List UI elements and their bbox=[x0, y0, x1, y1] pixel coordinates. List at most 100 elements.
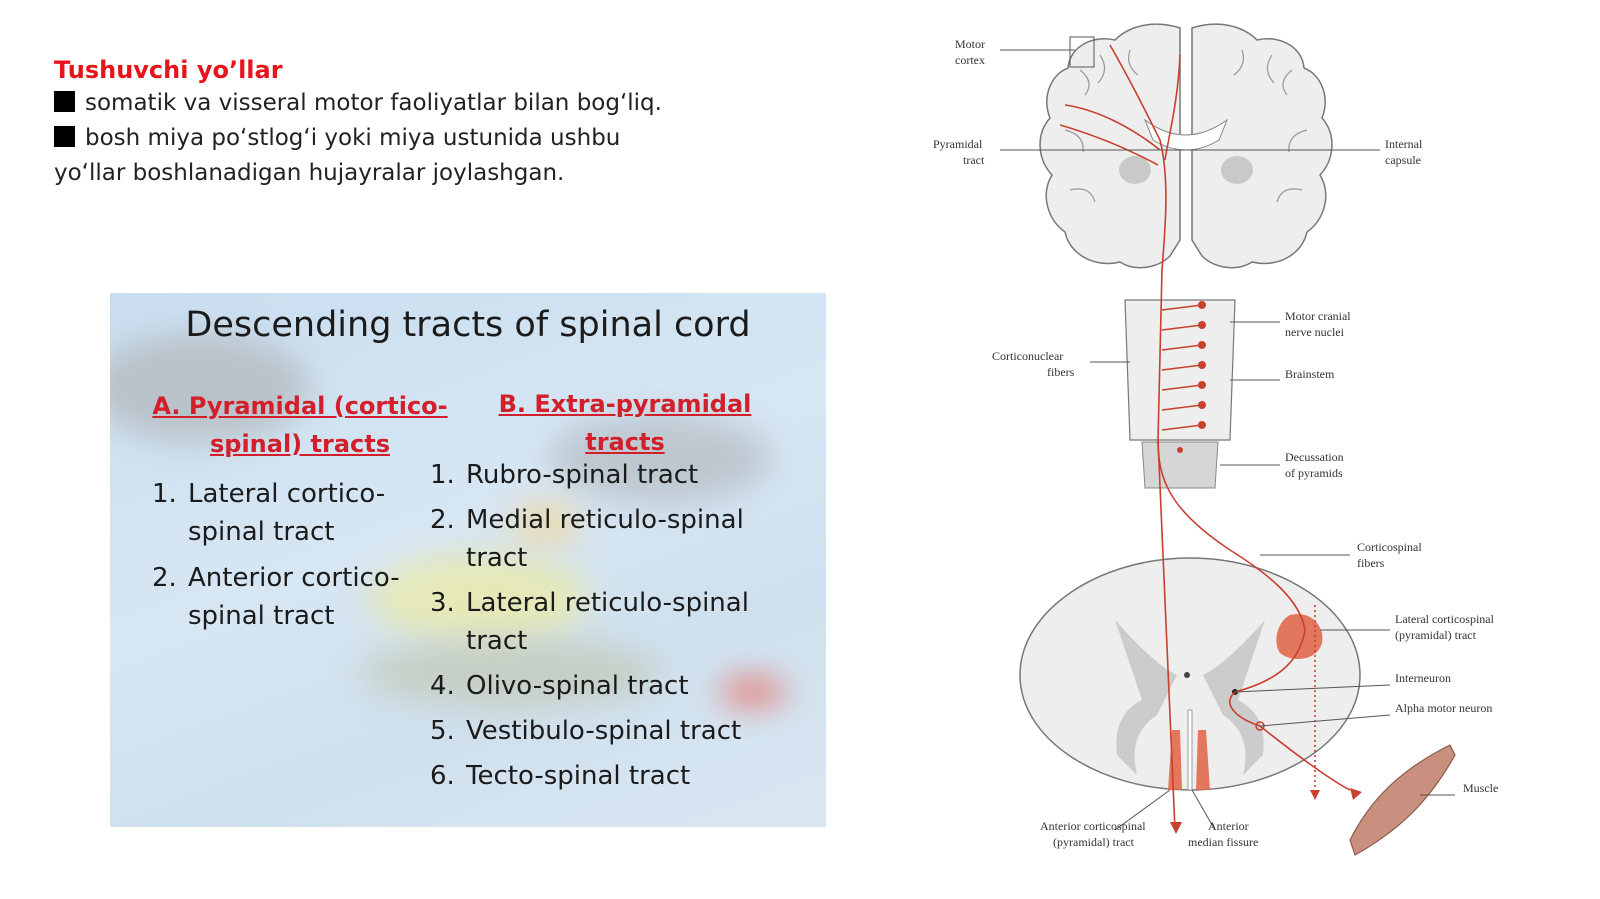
cortex-fiber-3 bbox=[1064, 104, 1161, 151]
motor-output-fiber bbox=[1229, 629, 1351, 791]
pyramidal-tract-diagram: Motor cortex Pyramidal tract Internal ca… bbox=[933, 23, 1498, 856]
list-item-text: Rubro-spinal tract bbox=[466, 460, 699, 490]
brainstem-body bbox=[1124, 299, 1236, 441]
leader-lines bbox=[1000, 49, 1455, 831]
label-motor-cortex: Motor bbox=[955, 37, 985, 51]
label-motor-cortex-2: cortex bbox=[955, 53, 985, 67]
label-corticonuclear-2: fibers bbox=[1047, 365, 1075, 379]
pyramidal-heading: A. Pyramidal (cortico- spinal) tracts bbox=[150, 387, 450, 463]
spinal-cord-section bbox=[1019, 557, 1361, 791]
left-basal-ganglia bbox=[1119, 156, 1151, 184]
label-lateral-corticospinal: Lateral corticospinal bbox=[1395, 612, 1495, 626]
square-bullet-icon bbox=[54, 91, 75, 112]
list-item-text: Anterior cortico- bbox=[188, 563, 400, 593]
anterior-tract-fiber bbox=[1157, 439, 1176, 831]
background-blur-blob bbox=[370, 553, 590, 643]
muscle-shape bbox=[1349, 744, 1456, 856]
list-item: 6. Tecto-spinal tract bbox=[430, 757, 810, 795]
lateral-corticospinal-tract-area bbox=[1276, 614, 1323, 659]
descending-tracts-slide-image: Descending tracts of spinal cord A. Pyra… bbox=[110, 293, 826, 827]
right-hemisphere bbox=[1191, 23, 1333, 269]
intro-title: Tushuvchi yo’llar bbox=[54, 56, 283, 84]
label-internal-capsule: Internal bbox=[1385, 137, 1423, 151]
extrapyramidal-tract-list: 1. Rubro-spinal tract 2. Medial reticulo-s… bbox=[430, 456, 810, 802]
intro-bullet-2-continued: yoʻllar boshlanadigan hujayralar joylash… bbox=[54, 160, 565, 186]
extrapyramidal-heading-line2: tracts bbox=[585, 428, 665, 456]
list-item-text: Lateral reticulo-spinal bbox=[466, 588, 749, 618]
list-item: 2. Anterior cortico-spinal tract bbox=[152, 559, 432, 635]
anterior-corticospinal-tract-area bbox=[1168, 730, 1210, 790]
label-corticonuclear: Corticonuclear bbox=[992, 349, 1063, 363]
list-item-text-continued: tract bbox=[466, 543, 528, 573]
label-pyramidal-tract: Pyramidal bbox=[933, 137, 983, 151]
pyramidal-heading-line1: A. Pyramidal (cortico- bbox=[152, 392, 448, 420]
slide-title: Descending tracts of spinal cord bbox=[185, 305, 751, 345]
square-bullet-icon bbox=[54, 126, 75, 147]
diagram-labels: Motor cortex Pyramidal tract Internal ca… bbox=[933, 37, 1498, 849]
label-interneuron: Interneuron bbox=[1395, 671, 1451, 685]
intro-text-block: Tushuvchi yo’llar somatik va visseral mo… bbox=[54, 54, 754, 191]
list-item: 5. Vestibulo-spinal tract bbox=[430, 712, 810, 750]
right-sulci bbox=[1233, 49, 1308, 203]
list-item-text-continued: tract bbox=[466, 626, 528, 656]
right-basal-ganglia bbox=[1221, 156, 1253, 184]
list-item: 1. Lateral cortico-spinal tract bbox=[152, 475, 432, 551]
list-item-text: Vestibulo-spinal tract bbox=[466, 716, 742, 746]
label-anterior-corticospinal-2: (pyramidal) tract bbox=[1053, 835, 1135, 849]
list-item: 1. Rubro-spinal tract bbox=[430, 456, 810, 494]
background-blur-blob bbox=[510, 503, 580, 543]
medulla-decussation bbox=[1141, 441, 1219, 489]
label-decussation-2: of pyramids bbox=[1285, 466, 1343, 480]
label-muscle: Muscle bbox=[1463, 781, 1498, 795]
arrowhead-icon bbox=[1170, 788, 1362, 834]
list-number: 5. bbox=[430, 716, 455, 746]
label-corticospinal-fibers-2: fibers bbox=[1357, 556, 1385, 570]
corticonuclear-fibers bbox=[1161, 304, 1203, 431]
brainstem-section bbox=[1124, 299, 1236, 489]
label-brainstem: Brainstem bbox=[1285, 367, 1335, 381]
left-sulci bbox=[1064, 49, 1139, 203]
label-decussation: Decussation bbox=[1285, 450, 1344, 464]
list-item-text: Olivo-spinal tract bbox=[466, 671, 689, 701]
background-blur-blob bbox=[360, 638, 660, 708]
label-alpha-motor-neuron: Alpha motor neuron bbox=[1395, 701, 1492, 715]
label-corticospinal-fibers: Corticospinal bbox=[1357, 540, 1422, 554]
label-lateral-corticospinal-2: (pyramidal) tract bbox=[1395, 628, 1477, 642]
intro-bullet-1-text: somatik va visseral motor faoliyatlar bi… bbox=[85, 90, 662, 116]
label-anterior-corticospinal: Anterior corticospinal bbox=[1040, 819, 1146, 833]
list-number: 1. bbox=[152, 479, 177, 509]
background-blur-blob bbox=[550, 413, 770, 503]
list-item-text: Tecto-spinal tract bbox=[466, 761, 691, 791]
list-number: 2. bbox=[430, 505, 455, 535]
central-canal bbox=[1184, 672, 1190, 678]
label-internal-capsule-2: capsule bbox=[1385, 153, 1421, 167]
list-number: 6. bbox=[430, 761, 455, 791]
intro-bullet-2: bosh miya poʻstlogʻi yoki miya ustunida … bbox=[54, 121, 754, 156]
pyramidal-heading-line2: spinal) tracts bbox=[209, 430, 390, 458]
label-motor-cranial-2: nerve nuclei bbox=[1285, 325, 1345, 339]
list-item-text-continued: spinal tract bbox=[188, 517, 335, 547]
left-hemisphere bbox=[1039, 23, 1181, 269]
label-pyramidal-tract-2: tract bbox=[963, 153, 985, 167]
list-number: 1. bbox=[430, 460, 455, 490]
tract-fibers bbox=[1059, 44, 1351, 831]
background-blur-blob bbox=[720, 678, 786, 706]
background-blur-blob bbox=[110, 333, 310, 443]
pyramidal-tract-list: 1. Lateral cortico-spinal tract 2. Anterio… bbox=[152, 475, 432, 643]
anterior-median-fissure bbox=[1187, 709, 1193, 791]
label-anterior-median-fissure: Anterior bbox=[1208, 819, 1249, 833]
extrapyramidal-heading: B. Extra-pyramidal tracts bbox=[490, 385, 760, 461]
intro-bullet-2-text: bosh miya poʻstlogʻi yoki miya ustunida … bbox=[85, 125, 621, 151]
gray-matter bbox=[1115, 620, 1265, 775]
list-item-text-continued: spinal tract bbox=[188, 601, 335, 631]
list-number: 4. bbox=[430, 671, 455, 701]
list-item-text: Medial reticulo-spinal bbox=[466, 505, 744, 535]
list-item-text: Lateral cortico- bbox=[188, 479, 386, 509]
extrapyramidal-heading-line1: B. Extra-pyramidal bbox=[498, 390, 752, 418]
list-number: 3. bbox=[430, 588, 455, 618]
list-number: 2. bbox=[152, 563, 177, 593]
motor-cortex-box bbox=[1069, 36, 1095, 68]
list-item: 3. Lateral reticulo-spinal tract bbox=[430, 584, 810, 660]
cortex-fiber-4 bbox=[1059, 124, 1159, 166]
brain-coronal-section bbox=[1039, 23, 1333, 269]
